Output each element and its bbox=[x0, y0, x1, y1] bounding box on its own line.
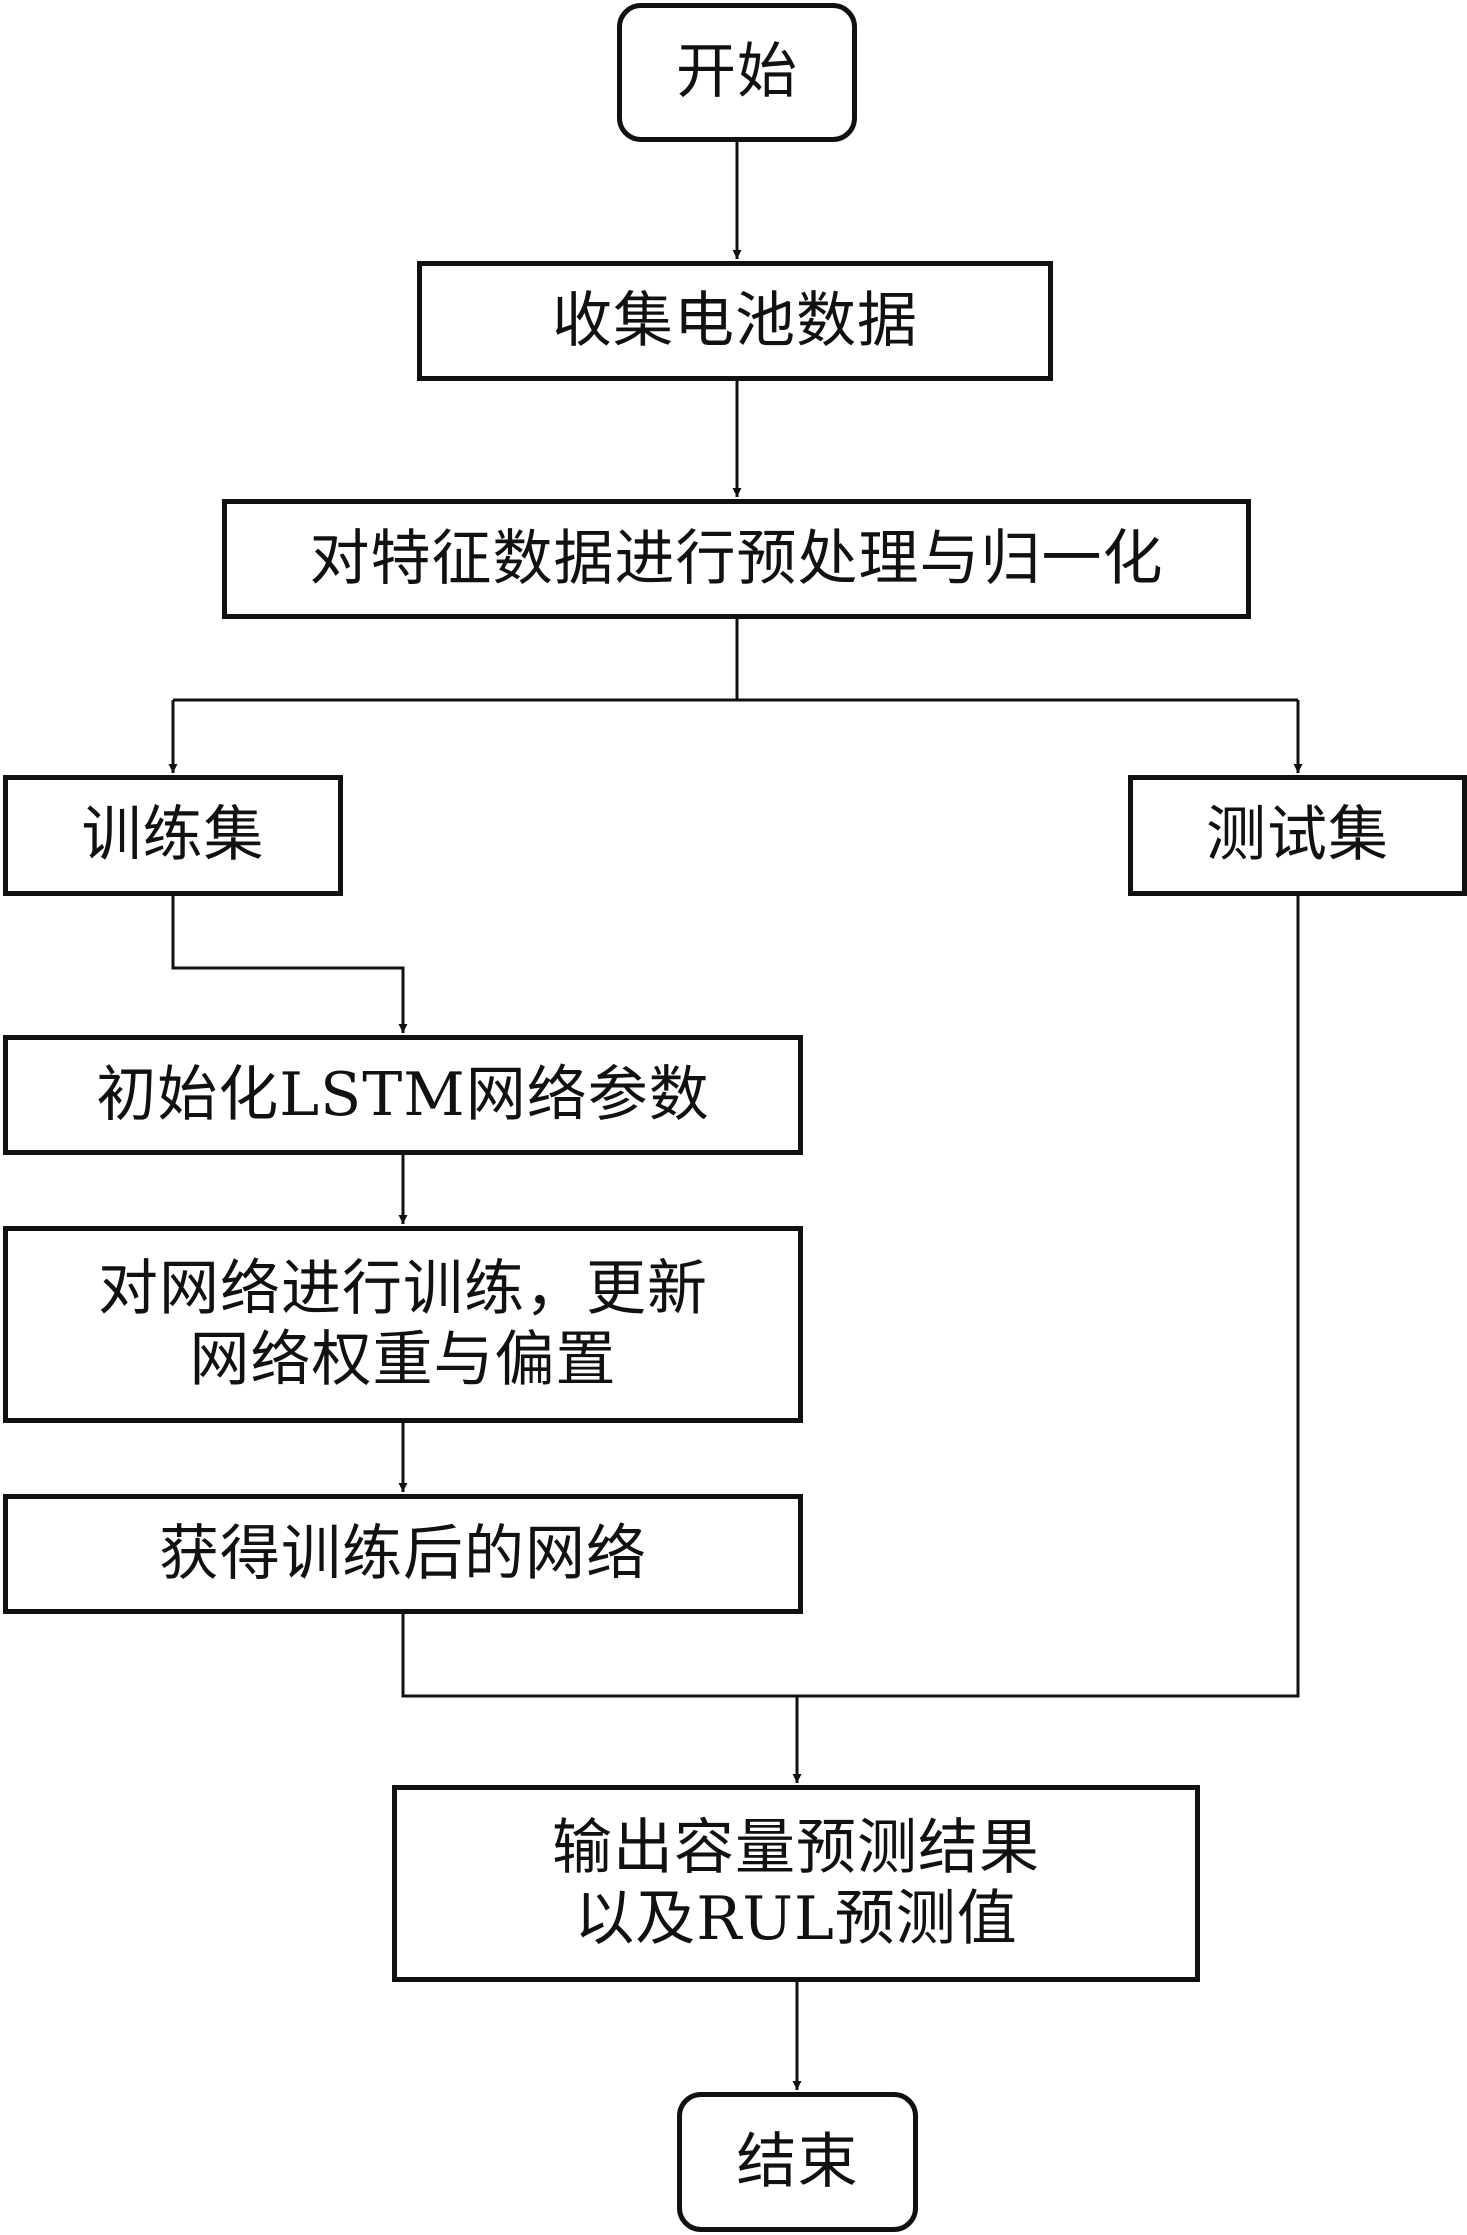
collect-battery-data-step: 收集电池数据 bbox=[417, 261, 1053, 381]
test-set-label: 测试集 bbox=[1206, 800, 1389, 871]
line-test-set-to-merge bbox=[797, 896, 1300, 1698]
train-network-label: 对网络进行训练，更新 网络权重与偏置 bbox=[98, 1253, 708, 1395]
trained-network-label: 获得训练后的网络 bbox=[159, 1518, 647, 1589]
output-label: 输出容量预测结果 以及RUL预测值 bbox=[552, 1812, 1040, 1954]
start-label: 开始 bbox=[676, 37, 798, 108]
test-set-node: 测试集 bbox=[1128, 775, 1467, 896]
end-label: 结束 bbox=[736, 2126, 859, 2197]
end-node: 结束 bbox=[677, 2092, 918, 2232]
preprocess-normalize-step: 对特征数据进行预处理与归一化 bbox=[222, 499, 1251, 619]
start-node: 开始 bbox=[617, 3, 857, 142]
line-trained-to-merge bbox=[401, 1614, 797, 1698]
preprocess-label: 对特征数据进行预处理与归一化 bbox=[309, 523, 1164, 594]
output-prediction-step: 输出容量预测结果 以及RUL预测值 bbox=[392, 1785, 1200, 1982]
collect-label: 收集电池数据 bbox=[552, 285, 918, 356]
init-lstm-params-step: 初始化LSTM网络参数 bbox=[3, 1035, 803, 1155]
init-label: 初始化LSTM网络参数 bbox=[96, 1059, 710, 1130]
trained-network-step: 获得训练后的网络 bbox=[3, 1494, 803, 1614]
train-network-step: 对网络进行训练，更新 网络权重与偏置 bbox=[3, 1226, 803, 1423]
train-set-label: 训练集 bbox=[81, 800, 265, 871]
train-set-node: 训练集 bbox=[3, 775, 343, 896]
arrow-train-set-to-init bbox=[171, 896, 408, 1033]
